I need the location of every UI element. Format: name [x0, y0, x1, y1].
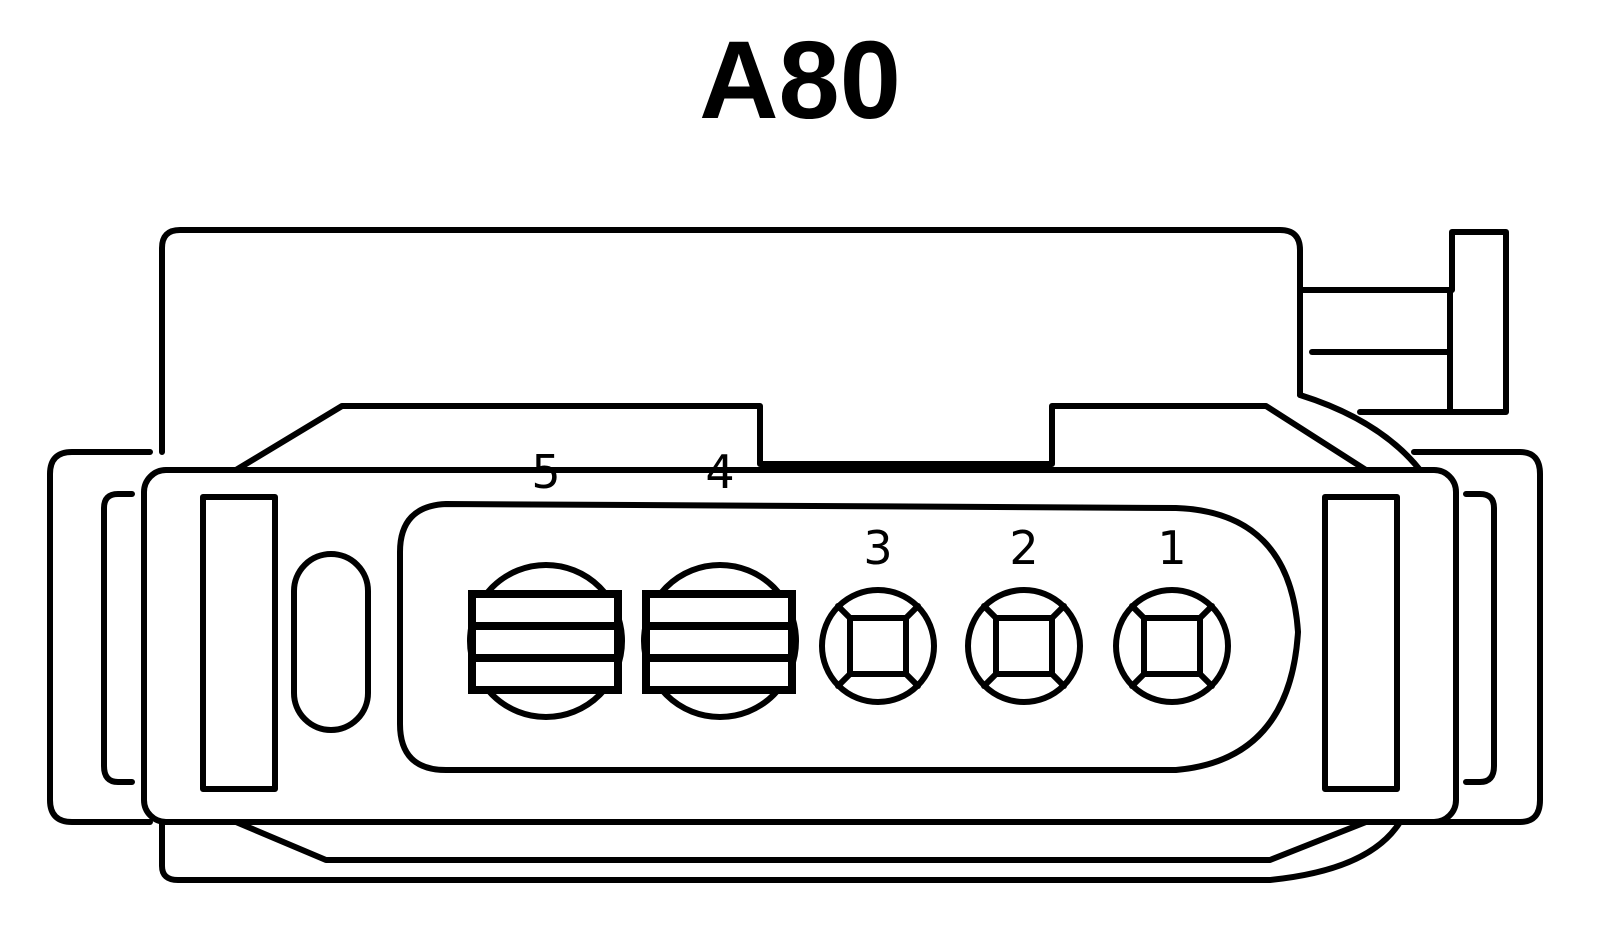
pin-label-3: 3: [863, 521, 892, 575]
pin-2-corner-1: [981, 603, 999, 621]
pin-3-corner-4: [903, 671, 921, 689]
pin-2-square: [993, 615, 1055, 677]
latch-tab: [1297, 229, 1509, 415]
housing-back-top: [159, 227, 1303, 455]
housing-mid-plate-bottom: [233, 819, 1369, 863]
pin-1-corner-3: [1129, 671, 1147, 689]
pin-3-corner-2: [903, 603, 921, 621]
housing-right-shoulder: [1297, 392, 1423, 473]
keying-oval: [291, 551, 371, 733]
pin-2-corner-3: [981, 671, 999, 689]
right-lock-slot: [1322, 494, 1400, 792]
pin-2-terminal: [965, 587, 1083, 705]
pin-1-corner-4: [1197, 671, 1215, 689]
housing-mid-plate: [233, 403, 1369, 473]
pin-3-corner-3: [835, 671, 853, 689]
pin-3-circle: [819, 587, 937, 705]
pin-3-corner-1: [835, 603, 853, 621]
pin-label-5: 5: [531, 445, 560, 499]
pin-5-terminal: [467, 562, 625, 720]
pin-2-circle: [965, 587, 1083, 705]
pin-1-square: [1141, 615, 1203, 677]
pin-1-circle: [1113, 587, 1231, 705]
pin-2-corner-2: [1049, 603, 1067, 621]
pin-4-terminal: [641, 562, 799, 720]
right-flange-outer: [1411, 449, 1543, 825]
pin-5-blade: [468, 590, 622, 694]
pin-1-corner-1: [1129, 603, 1147, 621]
pin-4-blade: [642, 590, 796, 694]
pin-label-4: 4: [705, 445, 734, 499]
pin-label-2: 2: [1009, 521, 1038, 575]
pin-labels: 5 4 3 2 1: [531, 445, 1186, 575]
pin-label-1: 1: [1157, 521, 1186, 575]
left-flange-outer: [47, 449, 153, 825]
latch: [1297, 229, 1509, 415]
right-flange-inner: [1463, 491, 1497, 785]
connector-title: A80: [699, 19, 901, 142]
connector-housing: [47, 227, 1543, 883]
housing-front-face: [141, 467, 1459, 825]
left-lock-slot: [200, 494, 278, 792]
pin-2-corner-4: [1049, 671, 1067, 689]
pin-1-corner-2: [1197, 603, 1215, 621]
terminal-cavity-face: [397, 501, 1301, 773]
pin-1-terminal: [1113, 587, 1231, 705]
pin-3-terminal: [819, 587, 937, 705]
left-flange-inner: [101, 491, 135, 785]
housing-back-bottom: [159, 819, 1403, 883]
pin-3-square: [847, 615, 909, 677]
